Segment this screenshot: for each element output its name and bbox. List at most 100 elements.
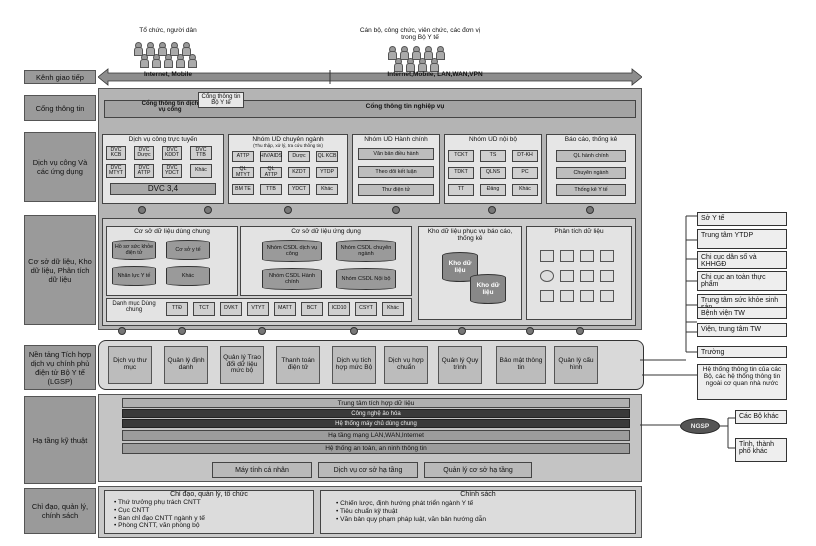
chip-dvc-khac: Khác [190, 164, 212, 178]
chip-in-ts: TS [480, 150, 506, 162]
cat-vtyt: VTYT [247, 302, 269, 316]
node-svc-2 [204, 206, 212, 214]
platform-svc-security: Bảo mật thông tin [496, 346, 546, 384]
node-data-7 [576, 327, 584, 335]
citizens-label: Tổ chức, người dân [139, 27, 197, 34]
layer-governance: Chỉ đạo, quản lý, chính sách [24, 488, 96, 534]
layer-data: Cơ sở dữ liệu, Kho dữ liệu, Phân tích dữ… [24, 215, 96, 325]
ngsp-node: NGSP [680, 418, 720, 434]
right-item-attp: Chi cục an toàn thực phẩm [697, 271, 787, 291]
platform-svc-payment: Thanh toán điện tử [276, 346, 320, 384]
ngsp-target-ministries: Các Bộ khác [735, 410, 787, 424]
cat-matt: MATT [274, 302, 296, 316]
report-item-qlhc: QL hành chính [556, 150, 626, 162]
node-data-5 [458, 327, 466, 335]
chip-dvc-attp: DVC ATTP [134, 164, 154, 178]
admin-item-vanban: Văn bản điều hành [358, 148, 434, 160]
cat-bct: BCT [301, 302, 323, 316]
infra-pc: Máy tính cá nhân [212, 462, 312, 478]
dvc34-bar: DVC 3,4 [110, 183, 216, 195]
shared-db-nhanluc: Nhân lực Y tế [112, 266, 156, 286]
infra-bar-servers: Hệ thống máy chủ dùng chung [122, 419, 630, 428]
admin-item-thudientu: Thư điện tử [358, 184, 434, 196]
svc-specialized-subtitle: (Thu thập, xử lý, tra cứu thông tin) [253, 143, 323, 148]
report-item-cn: Chuyên ngành [556, 167, 626, 179]
external-systems: Hệ thống thông tin của các Bộ, các hệ th… [697, 364, 787, 400]
node-data-2 [178, 327, 186, 335]
cat-tct: TCT [193, 302, 215, 316]
citizens-group-icon [128, 40, 208, 68]
channel-arrow [98, 68, 642, 86]
svc-online-title: Dịch vụ công trực tuyến [128, 136, 198, 143]
chip-in-khac: Khác [512, 184, 538, 196]
chip-sp-ttb: TTB [260, 184, 282, 195]
node-data-6 [526, 327, 534, 335]
node-svc-1 [138, 206, 146, 214]
chip-sp-qlmtyt: QL MTYT [232, 167, 254, 178]
right-item-ytdp: Trung tâm YTDP [697, 229, 787, 249]
chip-sp-qlkcb: QL KCB [316, 151, 338, 162]
cat-dvkt: DVKT [220, 302, 242, 316]
gov-left-list: • Thứ trưởng phụ trách CNTT • Cục CNTT •… [114, 499, 314, 530]
gov-left-item: • Phòng CNTT, văn phòng bộ [114, 522, 200, 530]
gov-right-item: • Văn bản quy phạm pháp luật, văn bản hư… [336, 515, 486, 523]
gauge-chart-icon [580, 270, 594, 282]
gov-right-item: • Chiến lược, định hướng phát triển ngàn… [336, 500, 474, 507]
node-data-4 [350, 327, 358, 335]
channel-right-label: Internet,Mobile, LAN,WAN,VPN [387, 71, 483, 78]
node-data-1 [118, 327, 126, 335]
node-svc-6 [586, 206, 594, 214]
funnel-chart-icon [580, 290, 594, 302]
app-db-title: Cơ sở dữ liệu ứng dụng [291, 228, 361, 235]
staff-label: Cán bộ, công chức, viên chức, các đơn vị… [359, 27, 481, 41]
gov-left-title: Chỉ đạo, quản lý, tổ chức [170, 491, 248, 498]
chip-in-dang: Đảng [480, 184, 506, 196]
infra-bar-network: Hạ tầng mạng LAN,WAN,Internet [122, 430, 630, 441]
right-item-soyte: Sở Y tế [697, 212, 787, 226]
chip-sp-khac: Khác [316, 184, 338, 195]
platform-svc-integration: Dịch vụ tích hợp mức Bộ [332, 346, 376, 384]
svc-report-title: Báo cáo, thống kê [564, 136, 618, 143]
histogram-chart-icon [600, 290, 614, 302]
bar-chart-icon [540, 250, 554, 262]
chip-in-pc: PC [512, 167, 538, 179]
portal-business-label: Cổng thông tin nghiệp vụ [365, 103, 445, 110]
app-db-hc: Nhóm CSDL Hành chính [262, 268, 322, 290]
layer-services: Dịch vụ công Và các ứng dụng [24, 132, 96, 202]
node-svc-5 [488, 206, 496, 214]
right-item-bvtw: Bệnh viện TW [697, 307, 787, 319]
platform-svc-config: Quản lý cấu hình [554, 346, 598, 384]
shared-db-hssk: Hồ sơ sức khỏe điện tử [112, 240, 156, 260]
column-chart-icon [580, 250, 594, 262]
chip-in-dtkh: DT-KH [512, 150, 538, 162]
gov-left-item: • Thứ trưởng phụ trách CNTT [114, 499, 201, 506]
infra-service: Dịch vụ cơ sở hạ tầng [318, 462, 418, 478]
gov-left-item: • Cục CNTT [114, 506, 150, 514]
chip-dvc-duoc: DVC Dược [134, 146, 154, 160]
infra-management: Quản lý cơ sở hạ tầng [424, 462, 532, 478]
platform-svc-workflow: Quản lý Quy trình [438, 346, 482, 384]
platform-svc-identity: Quản lý định danh [164, 346, 208, 384]
gov-right-item: • Tiêu chuẩn kỹ thuật [336, 507, 398, 515]
chip-dvc-mtyt: DVC MTYT [106, 164, 126, 178]
layer-channel: Kênh giao tiếp [24, 70, 96, 84]
layer-infra: Hạ tầng kỹ thuật [24, 396, 96, 484]
app-db-dvc: Nhóm CSDL dịch vụ công [262, 240, 322, 262]
admin-item-theodoi: Theo dõi kết luận [358, 166, 434, 178]
layer-portal: Cổng thông tin [24, 95, 96, 121]
catalog-title: Danh mục Dùng chung [112, 301, 156, 314]
radar-chart-icon [560, 290, 574, 302]
right-connectors [640, 215, 697, 426]
shared-db-title: Cơ sở dữ liệu dùng chung [134, 228, 210, 235]
platform-svc-standard: Dịch vụ hợp chuẩn [384, 346, 428, 384]
chip-in-tdkt: TDKT [448, 167, 474, 179]
chip-sp-ytdp: YTDP [316, 167, 338, 178]
bubble-chart-icon [540, 290, 554, 302]
node-svc-3 [284, 206, 292, 214]
right-item-truong: Trường [697, 346, 787, 358]
analysis-title: Phân tích dữ liệu [554, 228, 604, 235]
warehouse-cyl-2: Kho dữ liệu [470, 274, 506, 304]
ngsp-connectors [720, 417, 735, 449]
pie-chart-icon [540, 270, 554, 282]
right-item-vien: Viện, trung tâm TW [697, 323, 787, 337]
